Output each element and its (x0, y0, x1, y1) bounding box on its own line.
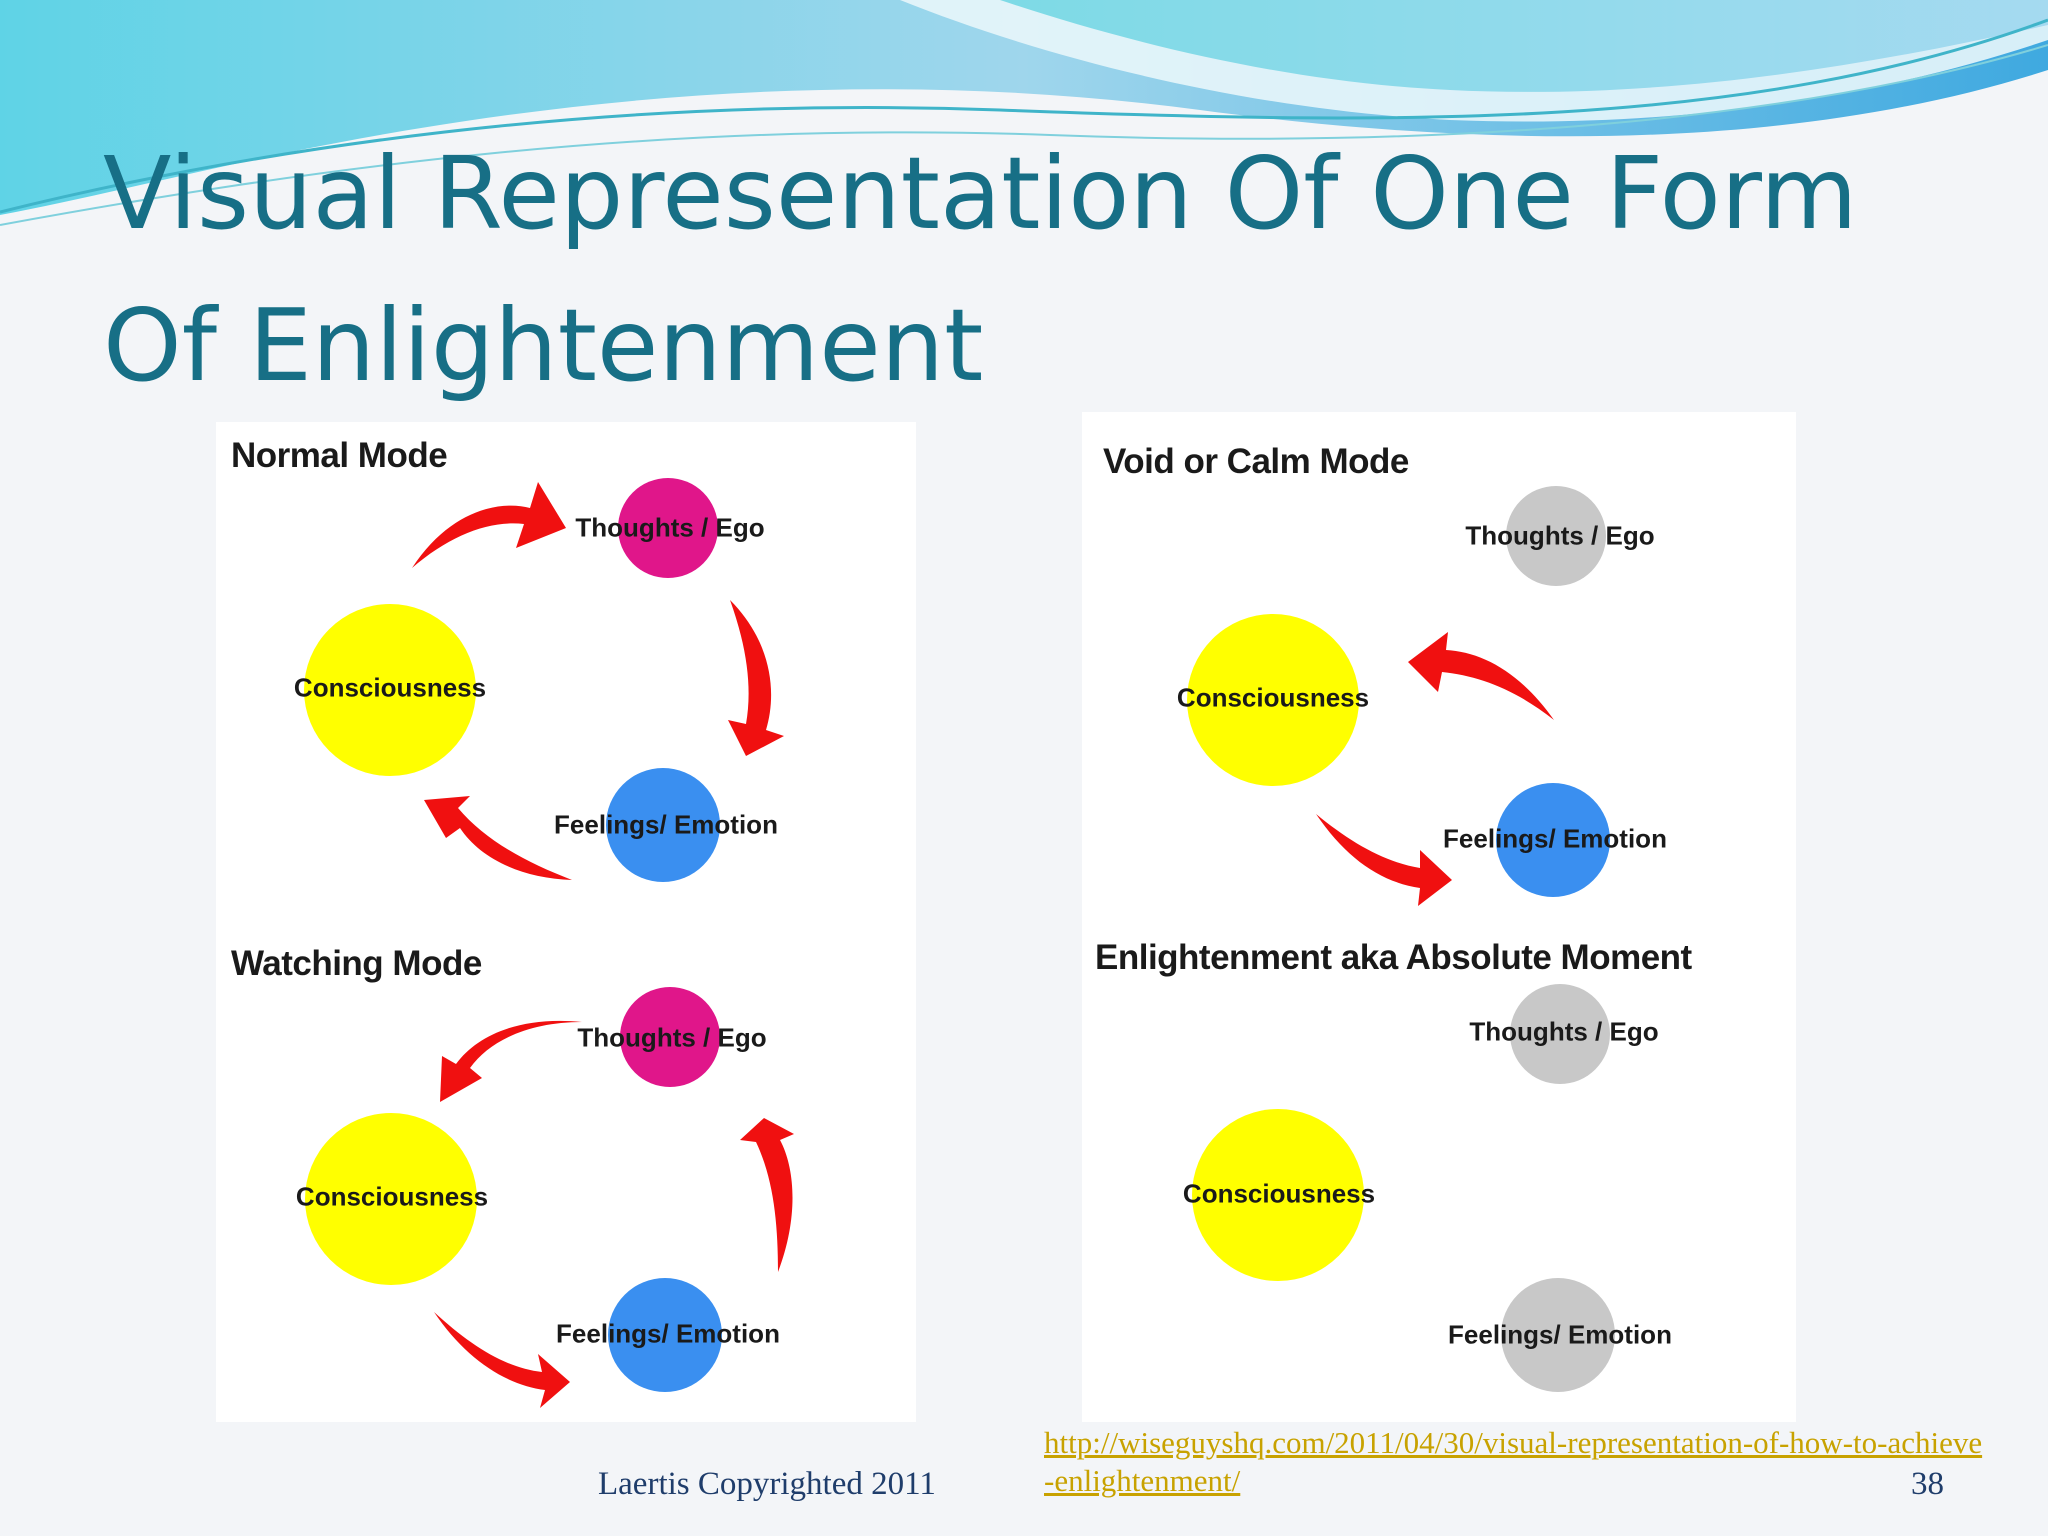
enlightenment-consciousness-label: Consciousness (1182, 1178, 1376, 1209)
enlightenment-feelings-circle (1501, 1278, 1615, 1392)
normal-thoughts-circle (618, 478, 718, 578)
enlightenment-feelings-label: Feelings/ Emotion (1448, 1319, 1672, 1350)
normal-arrow-consciousness-to-thoughts (412, 482, 566, 568)
void-consciousness-label: Consciousness (1176, 682, 1370, 713)
header-wave (0, 0, 2048, 226)
normal-arrow-feelings-to-consciousness (424, 796, 572, 880)
source-link[interactable]: http://wiseguyshq.com/2011/04/30/visual-… (1044, 1425, 1983, 1498)
slide-title: Visual Representation Of One Form Of Enl… (103, 135, 1858, 404)
watching-thoughts-circle (620, 987, 720, 1087)
void-thoughts-circle (1506, 486, 1606, 586)
void-feelings-circle (1496, 783, 1610, 897)
watching-feelings-label: Feelings/ Emotion (556, 1318, 780, 1349)
normal-feelings-label: Feelings/ Emotion (554, 809, 778, 840)
watching-arrow-consciousness-to-feelings (434, 1312, 570, 1408)
void-mode-title: Void or Calm Mode (1103, 442, 1409, 481)
footer-copyright: Laertis Copyrighted 2011 (598, 1466, 936, 1502)
watching-thoughts-label: Thoughts / Ego (577, 1022, 767, 1053)
watching-consciousness-label: Consciousness (295, 1181, 489, 1212)
normal-feelings-circle (606, 768, 720, 882)
page-number: 38 (1911, 1466, 1944, 1502)
void-feelings-label: Feelings/ Emotion (1443, 823, 1667, 854)
watching-arrow-feelings-to-thoughts (740, 1118, 794, 1272)
void-thoughts-label: Thoughts / Ego (1465, 520, 1655, 551)
right-diagram-panel (1082, 412, 1796, 1422)
void-consciousness-circle (1187, 614, 1359, 786)
void-arrow-feelings-to-consciousness (1408, 632, 1554, 720)
watching-consciousness-circle (305, 1113, 477, 1285)
watching-arrow-thoughts-to-consciousness (440, 1020, 582, 1102)
watching-feelings-circle (608, 1278, 722, 1392)
normal-mode-title: Normal Mode (231, 436, 448, 475)
enlightenment-mode-title: Enlightenment aka Absolute Moment (1095, 938, 1692, 977)
enlightenment-thoughts-circle (1510, 984, 1610, 1084)
void-arrow-consciousness-to-feelings (1316, 814, 1452, 906)
normal-arrow-thoughts-to-feelings (728, 600, 784, 756)
enlightenment-thoughts-label: Thoughts / Ego (1469, 1016, 1659, 1047)
enlightenment-consciousness-circle (1192, 1109, 1364, 1281)
watching-mode-title: Watching Mode (231, 944, 482, 983)
normal-consciousness-circle (304, 604, 476, 776)
normal-thoughts-label: Thoughts / Ego (575, 512, 765, 543)
normal-consciousness-label: Consciousness (293, 672, 487, 703)
